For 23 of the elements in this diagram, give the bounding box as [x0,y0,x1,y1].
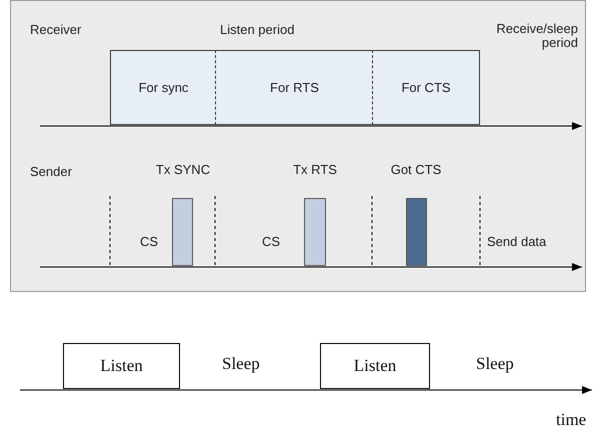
text-label: Receive/sleep period [495,22,578,50]
text-label: Sleep [222,354,260,374]
state-label: Listen [100,356,143,376]
state-label: Listen [354,356,396,376]
phase-label: For RTS [270,80,319,95]
text-label: Send data [487,234,546,249]
phase-box [372,50,480,125]
text-label: Receiver [30,22,82,37]
bar-label: Tx RTS [292,162,338,177]
phase-box [215,50,373,125]
text-label: CS [262,234,280,249]
text-label: time [556,410,586,430]
text-label: CS [140,234,158,249]
phase-box [110,50,216,125]
listen-box [320,343,430,389]
listen-box [63,343,180,389]
phase-label: For CTS [401,80,451,95]
text-label: Sender [30,164,72,179]
text-label: Listen period [220,22,294,37]
phase-label: For sync [138,80,188,95]
bar-label: Tx SYNC [154,162,212,177]
text-label: Sleep [476,354,514,374]
bar-label: Got CTS [390,162,442,177]
